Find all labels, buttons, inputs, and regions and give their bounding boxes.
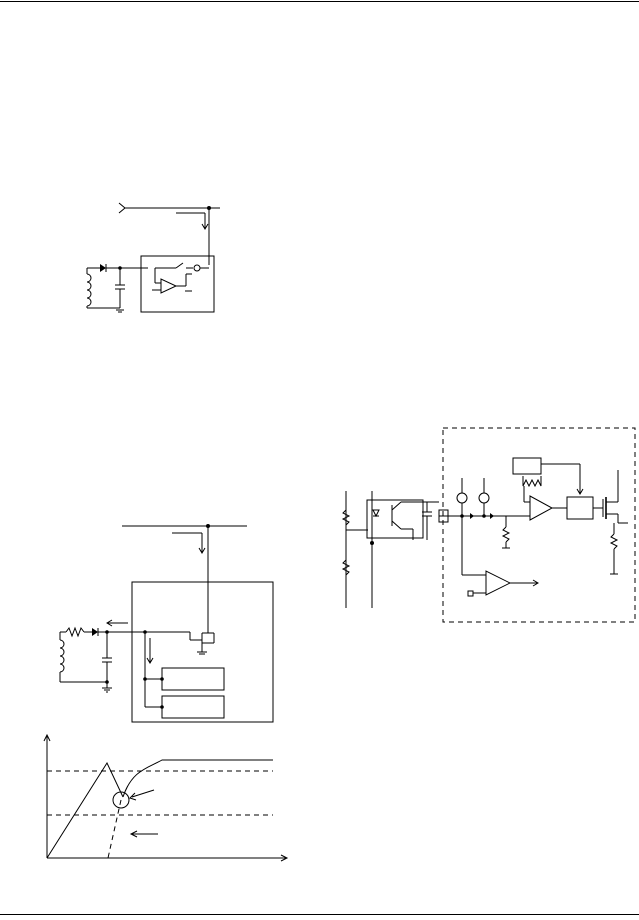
header-rule — [0, 1, 639, 2]
schematic-bottom-left — [59, 524, 274, 723]
ic-block-top — [140, 255, 215, 313]
input-line — [118, 202, 220, 265]
timing-graph — [43, 733, 289, 862]
schematic-right — [341, 427, 636, 623]
footer-rule — [0, 914, 639, 915]
coil-tank-circuit — [86, 264, 148, 313]
